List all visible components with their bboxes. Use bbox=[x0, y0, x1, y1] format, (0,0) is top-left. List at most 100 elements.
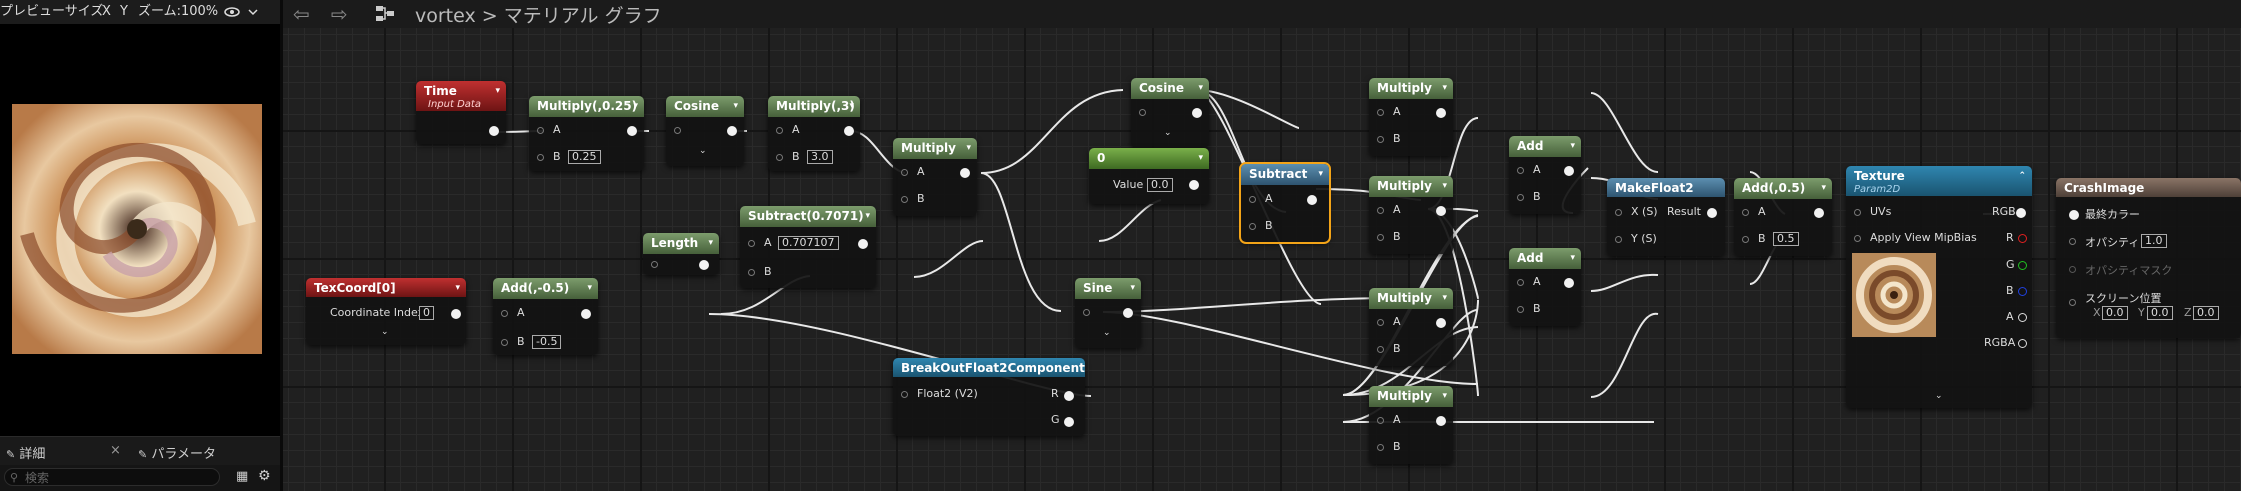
value-field-b[interactable]: 3.0 bbox=[807, 150, 833, 164]
chevron-down-icon[interactable]: ▾ bbox=[1442, 181, 1447, 191]
input-pin-x[interactable] bbox=[1615, 209, 1622, 216]
chevron-down-icon[interactable]: ▾ bbox=[849, 101, 854, 111]
chevron-down-icon[interactable]: ▾ bbox=[1821, 183, 1826, 193]
coordinate-index-field[interactable]: 0 bbox=[419, 306, 434, 320]
output-pin-result[interactable] bbox=[1707, 208, 1717, 218]
tab-parameters[interactable]: ✎ パラメータ bbox=[138, 443, 216, 462]
chevron-down-icon[interactable]: ▾ bbox=[633, 101, 638, 111]
output-pin[interactable] bbox=[581, 309, 591, 319]
preview-y-label[interactable]: Y bbox=[120, 4, 128, 19]
chevron-down-icon[interactable]: ▾ bbox=[1442, 391, 1447, 401]
value-field-b[interactable]: 0.5 bbox=[1773, 232, 1799, 246]
chevron-up-icon[interactable]: ⌃ bbox=[2018, 171, 2026, 181]
input-pin-a[interactable] bbox=[1377, 417, 1384, 424]
chevron-down-icon[interactable]: ⌄ bbox=[1164, 128, 1172, 138]
chevron-down-icon[interactable]: ⌄ bbox=[1935, 391, 1943, 401]
chevron-down-icon[interactable]: ▾ bbox=[455, 283, 460, 293]
node-multiply-3[interactable]: Multiply(,3)▾ A B 3.0 bbox=[768, 96, 860, 171]
output-pin[interactable] bbox=[1123, 308, 1133, 318]
node-add-2[interactable]: Add▾ A B bbox=[1509, 248, 1581, 326]
input-pin-opacity[interactable] bbox=[2069, 238, 2076, 245]
output-pin[interactable] bbox=[627, 126, 637, 136]
chevron-down-icon[interactable]: ▾ bbox=[1318, 169, 1323, 179]
input-pin[interactable] bbox=[1083, 309, 1090, 316]
input-pin-a[interactable] bbox=[1517, 167, 1524, 174]
output-pin[interactable] bbox=[1564, 166, 1574, 176]
node-sine[interactable]: Sine▾ ⌄ bbox=[1075, 278, 1141, 348]
node-crashimage-output[interactable]: CrashImage 最終カラー オパシティ 1.0 オパシティマスク スクリー… bbox=[2056, 178, 2241, 338]
input-pin-b[interactable] bbox=[1377, 346, 1384, 353]
node-time[interactable]: Time Input Data ▾ bbox=[416, 81, 506, 144]
value-field-b[interactable]: 0.25 bbox=[568, 150, 601, 164]
input-pin-b[interactable] bbox=[1742, 236, 1749, 243]
chevron-down-icon[interactable]: ▾ bbox=[1442, 293, 1447, 303]
input-pin-a[interactable] bbox=[537, 127, 544, 134]
node-multiply-025[interactable]: Multiply(,0.25)▾ A B 0.25 bbox=[529, 96, 644, 171]
input-pin-opacity-mask[interactable] bbox=[2069, 266, 2076, 273]
input-pin-a[interactable] bbox=[901, 169, 908, 176]
tab-details[interactable]: ✎ 詳細 bbox=[6, 443, 45, 462]
output-pin[interactable] bbox=[1814, 208, 1824, 218]
value-field-b[interactable]: -0.5 bbox=[532, 335, 562, 349]
input-pin-b[interactable] bbox=[537, 154, 544, 161]
node-multiply-r2[interactable]: Multiply▾ A B bbox=[1369, 176, 1453, 254]
node-makefloat2[interactable]: MakeFloat2 X (S) Result Y (S) bbox=[1607, 178, 1725, 256]
input-pin-b[interactable] bbox=[748, 269, 755, 276]
node-cosine-2[interactable]: Cosine▾ ⌄ bbox=[1131, 78, 1209, 148]
input-pin-b[interactable] bbox=[1249, 223, 1256, 230]
node-multiply-r1[interactable]: Multiply▾ A B bbox=[1369, 78, 1453, 156]
chevron-down-icon[interactable]: ▾ bbox=[1570, 253, 1575, 263]
input-pin-a[interactable] bbox=[776, 127, 783, 134]
opacity-value-field[interactable]: 1.0 bbox=[2141, 234, 2167, 248]
node-multiply-r4[interactable]: Multiply▾ A B bbox=[1369, 386, 1453, 464]
material-graph-canvas[interactable]: Time Input Data ▾ Multiply(,0.25)▾ A B 0… bbox=[283, 28, 2241, 491]
input-pin-a[interactable] bbox=[1742, 209, 1749, 216]
input-pin-a[interactable] bbox=[748, 240, 755, 247]
output-pin[interactable] bbox=[1192, 108, 1202, 118]
output-pin-g[interactable] bbox=[2018, 261, 2027, 270]
node-multiply-r3[interactable]: Multiply▾ A B bbox=[1369, 288, 1453, 366]
input-pin-b[interactable] bbox=[901, 196, 908, 203]
chevron-down-icon[interactable] bbox=[248, 0, 258, 26]
input-pin-b[interactable] bbox=[1377, 136, 1384, 143]
output-pin[interactable] bbox=[1307, 195, 1317, 205]
node-breakout-float2[interactable]: BreakOutFloat2Components Float2 (V2) R G bbox=[893, 358, 1085, 436]
input-pin-final-color[interactable] bbox=[2069, 210, 2079, 220]
input-pin-float2[interactable] bbox=[901, 391, 908, 398]
forward-arrow-icon[interactable]: ⇨ bbox=[331, 2, 348, 26]
input-pin[interactable] bbox=[651, 261, 658, 268]
node-texcoord[interactable]: TexCoord[0]▾ Coordinate Index 0 ⌄ bbox=[306, 278, 466, 345]
output-pin[interactable] bbox=[858, 239, 868, 249]
node-add-1[interactable]: Add▾ A B bbox=[1509, 136, 1581, 214]
output-pin-rgb[interactable] bbox=[2016, 208, 2026, 218]
gear-icon[interactable]: ⚙ bbox=[258, 468, 271, 484]
search-input[interactable]: ⚲ 検索 bbox=[4, 468, 220, 486]
value-field[interactable]: 0.0 bbox=[1147, 178, 1173, 192]
node-constant-0[interactable]: 0▾ Value 0.0 bbox=[1089, 148, 1209, 204]
node-length[interactable]: Length▾ bbox=[643, 233, 719, 275]
preview-x-label[interactable]: X bbox=[102, 4, 111, 19]
output-pin-a[interactable] bbox=[2018, 313, 2027, 322]
input-pin-b[interactable] bbox=[501, 339, 508, 346]
output-pin[interactable] bbox=[1189, 180, 1199, 190]
chevron-down-icon[interactable]: ▾ bbox=[1130, 283, 1135, 293]
chevron-down-icon[interactable]: ▾ bbox=[495, 86, 500, 96]
chevron-down-icon[interactable]: ▾ bbox=[1198, 83, 1203, 93]
output-pin[interactable] bbox=[489, 126, 499, 136]
chevron-down-icon[interactable]: ▾ bbox=[733, 101, 738, 111]
input-pin-mipbias[interactable] bbox=[1854, 235, 1861, 242]
input-pin-b[interactable] bbox=[776, 154, 783, 161]
node-add-05[interactable]: Add(,0.5)▾ A B 0.5 bbox=[1734, 178, 1832, 256]
output-pin[interactable] bbox=[1436, 206, 1446, 216]
eye-icon[interactable] bbox=[224, 0, 240, 28]
output-pin-rgba[interactable] bbox=[2018, 339, 2027, 348]
screen-x-field[interactable]: 0.0 bbox=[2102, 306, 2128, 320]
node-add-neg05[interactable]: Add(,-0.5)▾ A B -0.5 bbox=[493, 278, 598, 355]
screen-y-field[interactable]: 0.0 bbox=[2147, 306, 2173, 320]
chevron-down-icon[interactable]: ⌄ bbox=[699, 146, 707, 156]
chevron-down-icon[interactable]: ▾ bbox=[1442, 83, 1447, 93]
output-pin-r[interactable] bbox=[2018, 234, 2027, 243]
node-subtract[interactable]: Subtract▾ A B bbox=[1239, 162, 1331, 244]
output-pin-b[interactable] bbox=[2018, 287, 2027, 296]
input-pin-uvs[interactable] bbox=[1854, 209, 1861, 216]
